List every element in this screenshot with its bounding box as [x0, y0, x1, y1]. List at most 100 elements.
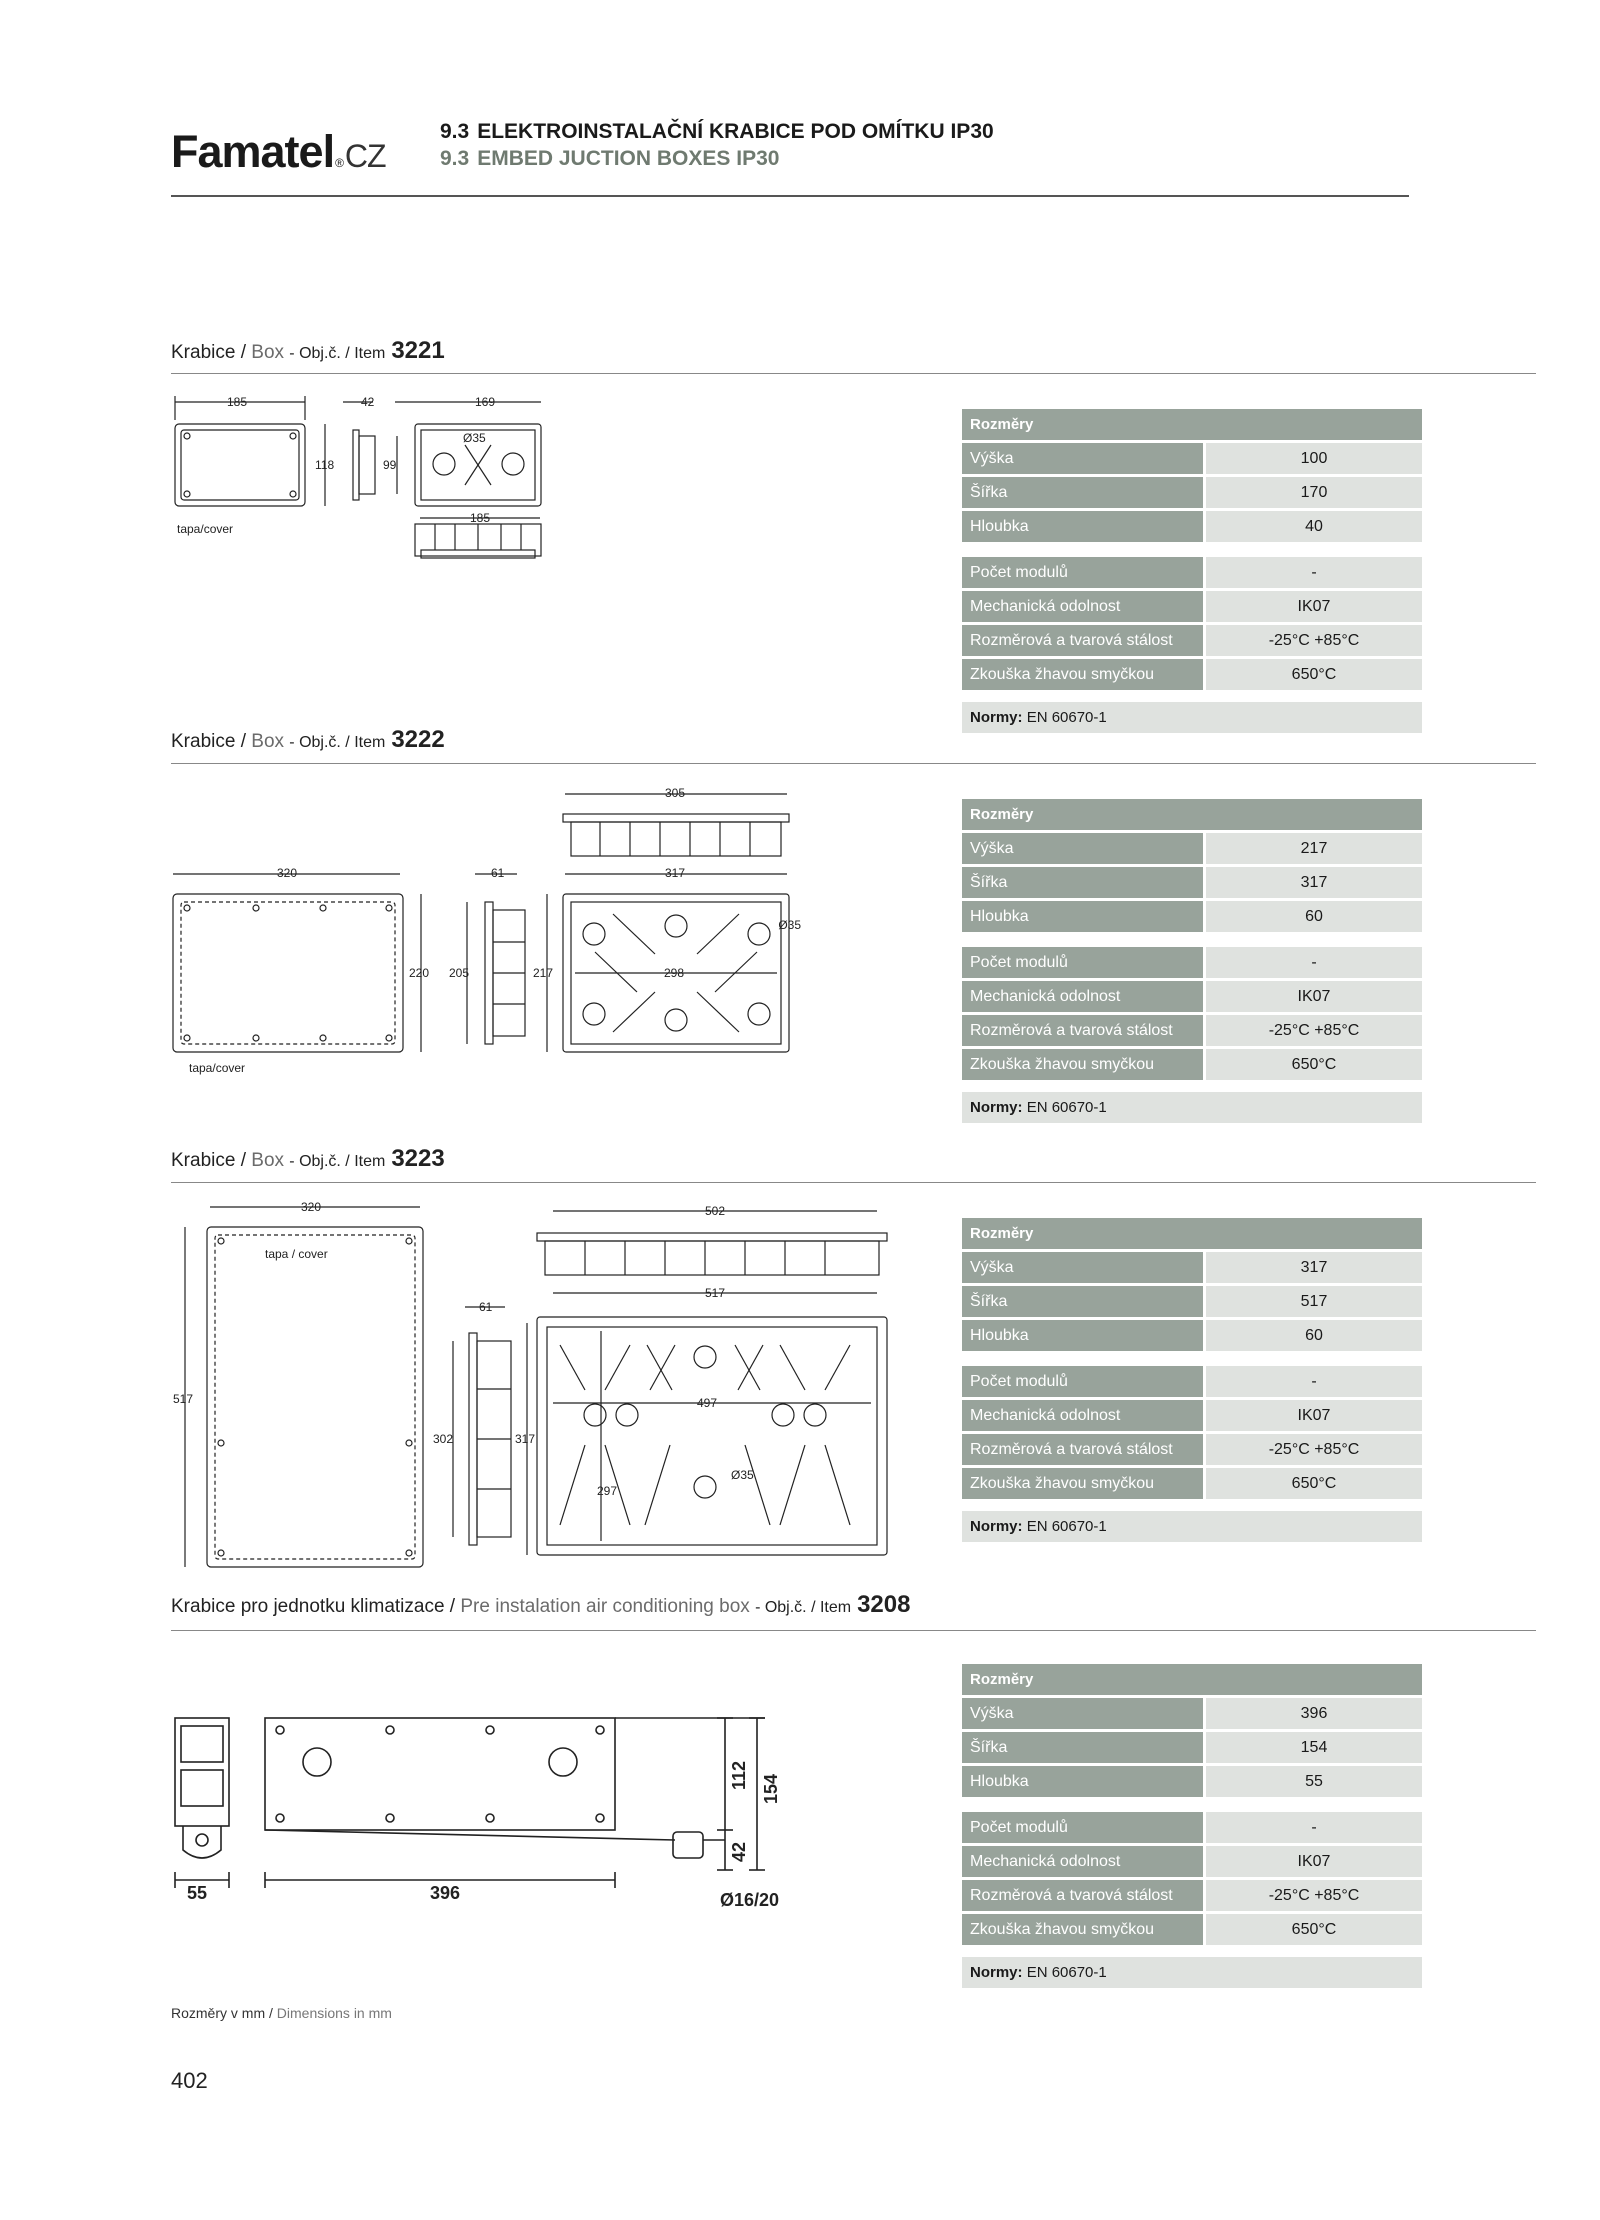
norm-row: Normy: EN 60670-1 — [962, 1957, 1422, 1988]
spec-value: 154 — [1206, 1732, 1422, 1763]
dim-label: 298 — [664, 966, 684, 980]
spec-value: -25°C +85°C — [1206, 1015, 1422, 1046]
spec-label: Šířka — [962, 1732, 1203, 1763]
spec-label: Rozměrová a tvarová stálost — [962, 625, 1203, 656]
dim-label: 118 — [315, 458, 334, 472]
spec-value: -25°C +85°C — [1206, 625, 1422, 656]
item-label: - Obj.č. / Item — [755, 1599, 852, 1616]
dim-label: 317 — [515, 1432, 535, 1446]
dim-label: 517 — [173, 1392, 193, 1406]
spec-value: 650°C — [1206, 1468, 1422, 1499]
spec-value: 40 — [1206, 511, 1422, 542]
heading-cz: Krabice pro jednotku klimatizace — [171, 1596, 445, 1617]
spec-label: Výška — [962, 1252, 1203, 1283]
spec-label: Výška — [962, 443, 1203, 474]
spec-label: Mechanická odolnost — [962, 591, 1203, 622]
spec-label: Rozměrová a tvarová stálost — [962, 1015, 1203, 1046]
dim-label: 61 — [479, 1300, 493, 1314]
item-label: - Obj.č. / Item — [289, 1153, 386, 1170]
norm-label: Normy: — [970, 1099, 1023, 1116]
heading-en: Box — [251, 731, 285, 752]
cover-label: tapa/cover — [189, 1061, 245, 1075]
dim-label: 154 — [761, 1774, 781, 1804]
section-divider — [171, 763, 1536, 764]
spec-label: Zkouška žhavou smyčkou — [962, 1468, 1203, 1499]
norm-row: Normy: EN 60670-1 — [962, 1092, 1422, 1123]
spec-label: Počet modulů — [962, 947, 1203, 978]
norm-value: EN 60670-1 — [1026, 709, 1107, 726]
dim-label: 317 — [665, 866, 685, 880]
dim-label: 302 — [433, 1432, 453, 1446]
dim-label: 220 — [409, 966, 429, 980]
spec-head: Rozměry — [962, 409, 1422, 440]
norm-label: Normy: — [970, 709, 1023, 726]
spec-label: Rozměrová a tvarová stálost — [962, 1434, 1203, 1465]
dim-label: 502 — [705, 1204, 725, 1218]
section-divider — [171, 373, 1536, 374]
spec-label: Zkouška žhavou smyčkou — [962, 1049, 1203, 1080]
norm-label: Normy: — [970, 1518, 1023, 1535]
dim-label: 99 — [383, 458, 397, 472]
spec-value: 317 — [1206, 867, 1422, 898]
dim-label: 205 — [449, 966, 469, 980]
spec-value: 170 — [1206, 477, 1422, 508]
hole-label: Ø16/20 — [720, 1890, 779, 1910]
spec-value: IK07 — [1206, 591, 1422, 622]
item-number: 3208 — [857, 1591, 911, 1618]
section-heading-3208: Krabice pro jednotku klimatizace / Pre i… — [171, 1591, 911, 1618]
spec-value: 650°C — [1206, 1049, 1422, 1080]
logo-registered: ® — [335, 156, 344, 170]
heading-en: Box — [251, 1150, 285, 1171]
dim-label: 169 — [475, 395, 495, 409]
header-divider — [171, 195, 1409, 197]
spec-label: Počet modulů — [962, 1366, 1203, 1397]
spec-label: Hloubka — [962, 511, 1203, 542]
cover-label: tapa/cover — [177, 522, 233, 536]
spec-value: - — [1206, 947, 1422, 978]
dim-label: 497 — [697, 1396, 717, 1410]
logo-suffix: CZ — [344, 138, 387, 174]
spec-label: Mechanická odolnost — [962, 1400, 1203, 1431]
spec-label: Mechanická odolnost — [962, 1846, 1203, 1877]
spec-label: Hloubka — [962, 901, 1203, 932]
spec-value: - — [1206, 1812, 1422, 1843]
drawing-3223: 320 502 61 517 517 302 317 497 297 Ø35 t… — [173, 1200, 888, 1568]
spec-value: -25°C +85°C — [1206, 1880, 1422, 1911]
norm-row: Normy: EN 60670-1 — [962, 1511, 1422, 1542]
spec-value: 100 — [1206, 443, 1422, 474]
item-number: 3222 — [391, 726, 445, 753]
dimensions-note: Rozměry v mm / Dimensions in mm — [171, 2005, 392, 2021]
spec-value: 317 — [1206, 1252, 1422, 1283]
norm-row: Normy: EN 60670-1 — [962, 702, 1422, 733]
spec-value: IK07 — [1206, 1400, 1422, 1431]
item-number: 3223 — [391, 1145, 445, 1172]
dim-label: 55 — [187, 1883, 207, 1903]
dim-label: 297 — [597, 1484, 617, 1498]
page-number: 402 — [171, 2068, 208, 2093]
spec-value: - — [1206, 1366, 1422, 1397]
spec-label: Šířka — [962, 477, 1203, 508]
hole-label: Ø35 — [778, 918, 801, 932]
dim-label: 320 — [277, 866, 297, 880]
norm-value: EN 60670-1 — [1026, 1964, 1107, 1981]
heading-cz: Krabice — [171, 1150, 236, 1171]
logo-main: Famatel — [171, 126, 335, 177]
dim-label: 396 — [430, 1883, 460, 1903]
section-divider — [171, 1182, 1536, 1183]
heading-cz: Krabice — [171, 731, 236, 752]
heading-en: Box — [251, 342, 285, 363]
spec-value: 60 — [1206, 901, 1422, 932]
dim-label: 42 — [729, 1842, 749, 1862]
dim-label: 61 — [491, 866, 505, 880]
spec-head: Rozměry — [962, 1664, 1422, 1695]
hole-label: Ø35 — [731, 1468, 754, 1482]
dim-label: 305 — [665, 786, 685, 800]
dim-label: 185 — [227, 395, 247, 409]
item-label: - Obj.č. / Item — [289, 734, 386, 751]
spec-value: 650°C — [1206, 1914, 1422, 1945]
spec-label: Zkouška žhavou smyčkou — [962, 1914, 1203, 1945]
spec-label: Počet modulů — [962, 557, 1203, 588]
dim-label: 217 — [533, 966, 553, 980]
